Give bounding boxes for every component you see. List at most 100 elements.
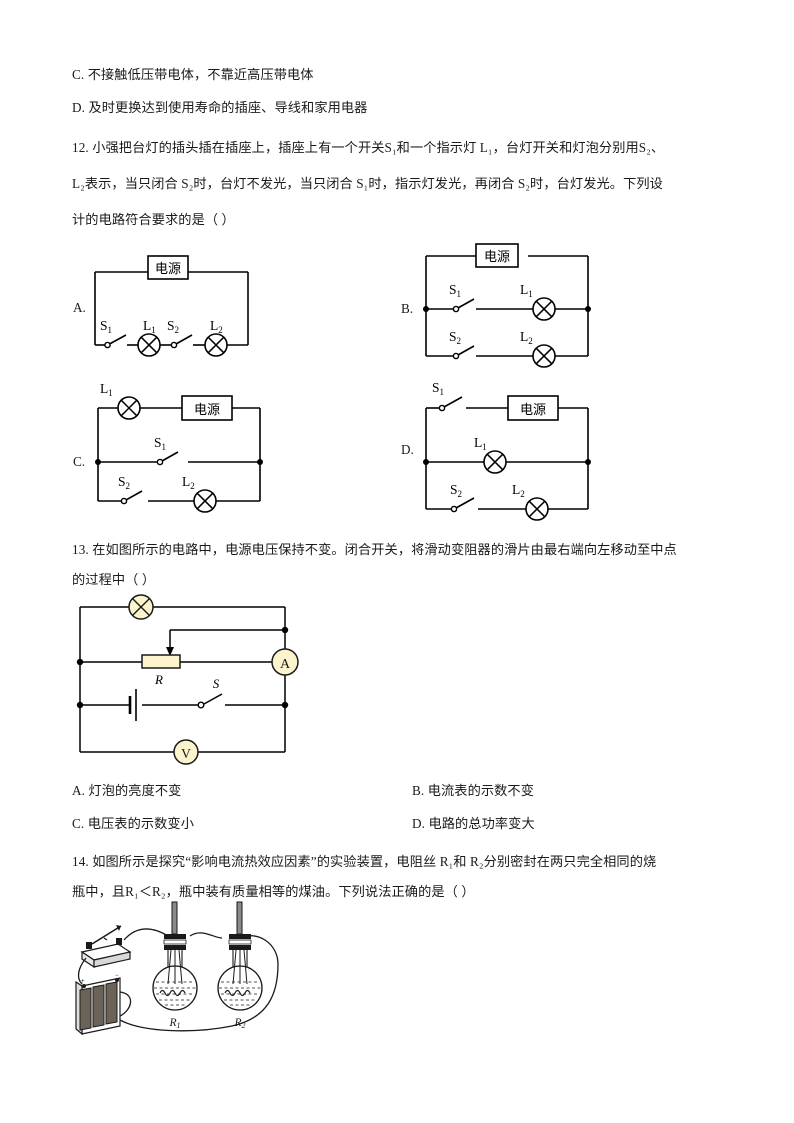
switch-contact [450,505,458,513]
switch-contact [104,341,111,349]
q12-circuit-a: 电源 S1 L1 S2 L2 A. [70,240,390,380]
q11-option-d-letter: D. [72,100,86,115]
junction-dot [585,459,591,465]
junction-dot [76,701,84,709]
q12-stem-line3: 计的电路符合要求的是（ ） [72,203,732,236]
switch-label: S [213,676,220,691]
q12-choice-b-letter: B. [401,301,413,316]
power-source-label: 电源 [155,261,181,276]
q12-choice-d-letter: D. [401,442,414,457]
label-s2: S2 [118,474,130,491]
q13-option-d-text: 电路的总功率变大 [428,816,535,831]
q13-option-b-letter: B. [412,783,425,798]
lamp-symbol [193,489,217,513]
q14-stem-text-1: 如图所示是探究“影响电流热效应因素”的实验装置，电阻丝 R₁和 R₂分别密封在两… [92,854,657,869]
junction-dot [423,459,429,465]
q12-stem-line2: L₂表示，当只闭合 S₂时，台灯不发光，当只闭合 S₁时，指示灯发光，再闭合 S… [72,167,732,200]
label-l2: L2 [210,318,223,335]
q12-circuit-b: 电源 S1 S2 L1 L2 B. [398,236,718,386]
junction-dot [423,306,429,312]
q11-option-c-text: 不接触低压带电体，不靠近高压带电体 [87,67,314,82]
label-l2: L2 [520,329,533,346]
q13-option-d-letter: D. [412,816,426,831]
label-l1: L1 [520,282,533,299]
power-source-box [475,243,519,268]
label-s2: S2 [449,329,461,346]
flask-r2: R2 [217,901,263,1030]
label-l1: L1 [474,435,487,452]
rheostat-symbol [141,654,181,669]
lamp-symbol [525,497,549,521]
voltmeter-symbol: V [173,739,199,765]
q12-choice-c-letter: C. [73,454,85,469]
ammeter-symbol: A [271,648,299,676]
q14-stem-line1: 14. 如图所示是探究“影响电流热效应因素”的实验装置，电阻丝 R₁和 R₂分别… [72,845,732,878]
q13-option-b-text: 电流表的示数不变 [427,783,535,798]
power-source-label: 电源 [520,402,546,417]
power-source-label: 电源 [194,402,220,417]
q12-stem-text-3: 计的电路符合要求的是（ ） [72,212,235,227]
lamp-symbol [128,594,154,620]
label-l1: L1 [143,318,156,335]
q13-stem-text-2: 的过程中（ ） [72,572,156,587]
junction-dot [281,626,289,634]
q11-option-d: D. 及时更换达到使用寿命的插座、导线和家用电器 [72,91,732,124]
label-s2: S2 [167,318,179,335]
slider-arrow-icon [166,647,174,656]
q12-circuit-c: 电源 L1 S1 S2 L2 C. [70,378,390,528]
lamp-symbol [532,344,556,368]
label-s2: S2 [450,482,462,499]
q14-apparatus-figure: + − [72,901,302,1057]
q12-stem-line1: 12. 小强把台灯的插头插在插座上，插座上有一个开关S₁和一个指示灯 L₁，台灯… [72,131,732,164]
lamp-symbol [532,297,556,321]
label-l2: L2 [512,482,525,499]
q13-stem-line2: 的过程中（ ） [72,563,732,596]
q13-option-c: C. 电压表的示数变小 [72,814,194,834]
q13-option-b: B. 电流表的示数不变 [412,781,534,801]
power-source-box [147,255,189,280]
voltmeter-label: V [181,746,191,761]
q12-circuit-d: 电源 S1 L1 S2 L2 D. [398,374,718,529]
q13-option-a-text: 灯泡的亮度不变 [88,783,182,798]
junction-dot [281,701,289,709]
junction-dot [585,306,591,312]
q12-number: 12. [72,140,89,155]
q14-stem-text-2: 瓶中，且R₁＜R₂，瓶中装有质量相等的煤油。下列说法正确的是（ ） [72,884,475,899]
q13-option-a: A. 灯泡的亮度不变 [72,781,181,801]
q11-option-c-letter: C. [72,67,85,82]
svg-text:+: + [81,979,85,985]
label-l2: L2 [182,474,195,491]
q13-option-c-letter: C. [72,816,85,831]
q13-stem-line1: 13. 在如图所示的电路中，电源电压保持不变。闭合开关，将滑动变阻器的滑片由最右… [72,533,732,566]
lamp-symbol [483,450,507,474]
switch-contact [156,458,164,466]
flask-r1-label: R1 [168,1017,180,1030]
switch-contact [120,497,128,505]
power-source-box [507,395,559,421]
switch-contact [438,404,446,412]
q14-stem-line2: 瓶中，且R₁＜R₂，瓶中装有质量相等的煤油。下列说法正确的是（ ） [72,875,732,908]
ammeter-label: A [280,657,291,672]
power-source-box [181,395,233,421]
lamp-symbol [137,333,161,357]
q13-stem-text-1: 在如图所示的电路中，电源电压保持不变。闭合开关，将滑动变阻器的滑片由最右端向左移… [92,542,677,557]
junction-dot [95,459,101,465]
lamp-symbol [204,333,228,357]
label-s1: S1 [449,282,461,299]
q12-stem-text-1: 小强把台灯的插头插在插座上，插座上有一个开关S₁和一个指示灯 L₁，台灯开关和灯… [92,140,665,155]
q11-option-d-text: 及时更换达到使用寿命的插座、导线和家用电器 [88,100,368,115]
switch-contact [170,341,178,349]
label-s1: S1 [432,380,444,397]
rheostat-label: R [154,672,163,687]
junction-dot [257,459,263,465]
switch-contact [452,352,460,360]
q13-number: 13. [72,542,89,557]
q12-stem-text-2: L₂表示，当只闭合 S₂时，台灯不发光，当只闭合 S₁时，指示灯发光，再闭合 S… [72,176,663,191]
battery-symbol [128,689,137,721]
q11-option-c: C. 不接触低压带电体，不靠近高压带电体 [72,58,732,91]
svg-text:−: − [115,973,119,979]
q13-option-a-letter: A. [72,783,86,798]
q12-choice-a-letter: A. [73,300,86,315]
label-s1: S1 [154,435,166,452]
